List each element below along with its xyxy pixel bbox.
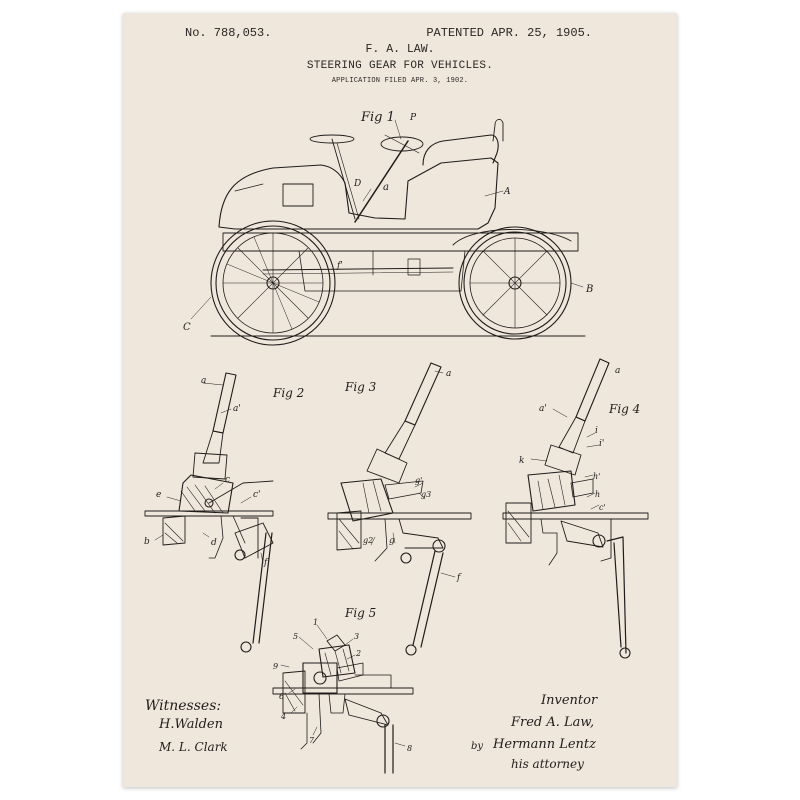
witnesses-label: Witnesses:	[145, 698, 222, 714]
patent-drawings: Fig 1 P D a A f' B C	[144, 110, 649, 774]
attorney-signature: Hermann Lentz	[493, 737, 596, 752]
fig3-caption: Fig 3	[344, 380, 377, 394]
fig5-caption: Fig 5	[344, 606, 376, 620]
fig2-label: a	[201, 376, 206, 386]
fig3-label: f	[456, 573, 462, 583]
fig5-label: 9	[273, 662, 278, 671]
inventor-name: F. A. LAW.	[365, 43, 435, 56]
witness-signature-2: M. L. Clark	[159, 740, 228, 754]
fig2-label: c	[225, 475, 230, 485]
fig5-label: 8	[407, 744, 412, 753]
fig5-label: 2	[355, 649, 361, 658]
fig2-label: e	[156, 490, 161, 500]
fig5-label: 5	[293, 632, 298, 641]
fig5-label: 1	[313, 618, 318, 627]
fig2-label: d	[211, 538, 217, 548]
patent-title: STEERING GEAR FOR VEHICLES.	[306, 60, 494, 72]
fig4-caption: Fig 4	[608, 402, 640, 416]
fig3-gear-drawing: Fig 3 a g' g3 g2 g f	[327, 362, 472, 656]
fig5-label: 6	[279, 692, 284, 701]
witness-signature-1: H.Walden	[159, 717, 223, 732]
fig5-label: 3	[354, 632, 359, 641]
fig1-label: f'	[336, 261, 343, 271]
fig1-vehicle-drawing: Fig 1 P D a A f' B C	[183, 110, 593, 346]
inventor-label: Inventor	[541, 693, 598, 708]
fig1-label: P	[409, 113, 417, 123]
fig1-caption: Fig 1	[360, 110, 395, 125]
fig5-label: 7	[309, 736, 315, 745]
fig4-label: a	[615, 366, 620, 376]
patent-sheet: No. 788,053. PATENTED APR. 25, 1905. F. …	[123, 13, 677, 787]
fig4-label: i	[595, 426, 598, 436]
by-label: by	[471, 741, 484, 752]
fig5-label: 4	[280, 712, 286, 721]
fig4-label: h	[595, 490, 600, 499]
fig3-label: g	[389, 536, 395, 546]
fig3-label: g'	[415, 476, 422, 485]
fig4-gear-drawing: Fig 4 a a' i i' k h' h c'	[502, 358, 649, 659]
fig3-label: a	[446, 369, 451, 379]
fig3-label: g3	[421, 490, 431, 499]
fig1-label: A	[503, 187, 511, 197]
fig4-label: h'	[593, 472, 600, 481]
fig3-label: g2	[363, 536, 373, 545]
patent-date: PATENTED APR. 25, 1905.	[426, 26, 592, 40]
fig2-gear-drawing: Fig 2 a a' c e c' b d f	[144, 372, 304, 653]
fig1-label: C	[183, 322, 191, 333]
fig2-label: a'	[233, 404, 241, 414]
fig2-label: b	[144, 537, 150, 547]
fig2-caption: Fig 2	[272, 386, 304, 400]
fig5-gear-drawing: Fig 5 1 5 3 2 9 6 4 7 8	[272, 606, 414, 774]
fig2-label: c'	[253, 490, 261, 500]
fig4-label: k	[519, 456, 524, 466]
attorney-label: his attorney	[511, 757, 584, 771]
fig4-label: c'	[599, 503, 606, 512]
fig1-label: a	[383, 182, 389, 193]
fig1-label: B	[585, 284, 593, 295]
patent-number: No. 788,053.	[185, 26, 272, 40]
fig4-label: i'	[599, 439, 604, 449]
fig1-label: D	[353, 179, 361, 189]
fig4-label: a'	[539, 404, 547, 414]
fig2-label: f	[263, 558, 269, 568]
application-filed-date: APPLICATION FILED APR. 3, 1902.	[331, 77, 469, 85]
inventor-signature: Fred A. Law,	[511, 715, 595, 730]
